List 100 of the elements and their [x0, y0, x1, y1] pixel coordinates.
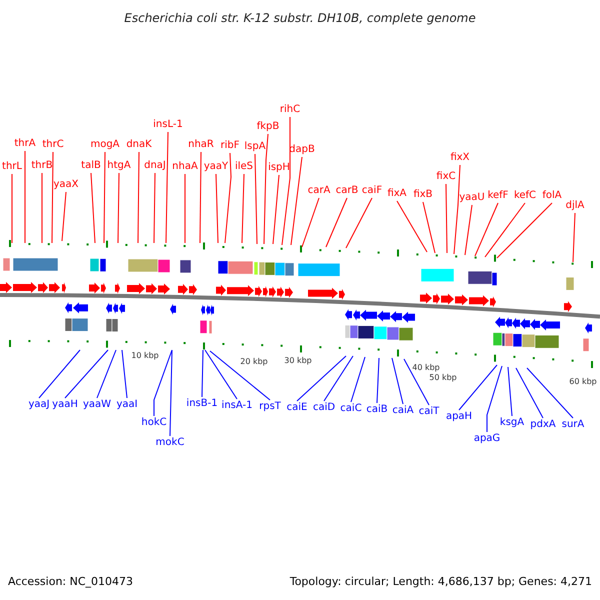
leader-line — [122, 350, 128, 398]
leader-line — [572, 212, 576, 262]
leader-line — [96, 350, 116, 398]
gene-label: carA — [308, 185, 330, 197]
gene-label: rihC — [280, 104, 300, 116]
leader-line — [496, 202, 552, 258]
gene-label: fkpB — [256, 121, 280, 133]
gene-label: kefC — [514, 190, 536, 202]
scale-label: 50 kbp — [429, 372, 457, 384]
leader-line — [346, 198, 372, 248]
leader-line — [464, 204, 472, 256]
gene-label: yaaU — [459, 192, 485, 204]
scale-label: 40 kbp — [412, 362, 440, 374]
gene-label: thrB — [31, 160, 53, 172]
gene-label: yaaJ — [28, 399, 50, 411]
leader-line — [508, 366, 512, 416]
gene-label: kefF — [488, 190, 508, 202]
gene-label: caiB — [366, 404, 388, 416]
leader-line — [404, 358, 430, 406]
scale-label: 60 kbp — [569, 376, 597, 388]
leader-line — [184, 174, 186, 244]
gene-label: insA-1 — [222, 400, 252, 412]
leader-line — [154, 172, 156, 244]
leader-line — [154, 350, 172, 416]
leader-line — [224, 152, 232, 244]
leader-line — [64, 350, 108, 398]
leader-line — [242, 174, 244, 244]
leader-line — [138, 152, 140, 244]
gene-label: yaaH — [52, 399, 78, 411]
gene-label: thrL — [2, 161, 22, 173]
leader-line — [446, 184, 448, 254]
leader-line — [254, 154, 258, 244]
gene-label: dapB — [289, 144, 315, 156]
footer-text: Accession: NC_010473 — [8, 576, 134, 588]
gene-label: ispH — [268, 162, 290, 174]
gene-label: fixB — [413, 189, 433, 201]
gene-label: yaaX — [53, 179, 79, 191]
gene-label: lspA — [244, 141, 266, 153]
leader-line — [204, 350, 238, 400]
gene-label: carB — [336, 185, 358, 197]
leader-line — [216, 174, 218, 244]
gene-label: yaaI — [116, 399, 138, 411]
leader-line — [526, 368, 574, 418]
gene-label: dnaJ — [144, 160, 166, 172]
leader-line — [302, 198, 320, 248]
leader-line — [326, 198, 348, 248]
gene-label: insL-1 — [153, 119, 183, 131]
gene-label: ribF — [220, 140, 240, 152]
gene-label: nhaR — [188, 139, 214, 151]
leader-line — [170, 350, 172, 436]
gene-label: thrC — [42, 139, 64, 151]
leader-line — [118, 172, 120, 244]
leader-line — [62, 192, 66, 242]
leader-line — [90, 172, 96, 244]
gene-label: folA — [542, 190, 562, 202]
title: Escherichia coli str. K-12 substr. DH10B, complete genome — [124, 12, 476, 24]
leader-line — [376, 358, 380, 404]
gene-label: caiE — [286, 402, 308, 414]
leader-line — [264, 134, 268, 244]
leader-line — [484, 202, 526, 258]
gene-label: fixA — [387, 188, 407, 200]
leader-line — [290, 156, 302, 246]
gene-label: ileS — [234, 161, 254, 173]
scale-label: 30 kbp — [284, 355, 312, 367]
scale-label: 10 kbp — [131, 350, 159, 362]
leader-line — [38, 350, 80, 398]
leader-line — [202, 350, 204, 398]
leader-line — [486, 366, 502, 432]
leader-line — [324, 356, 354, 402]
gene-label: yaaW — [82, 399, 112, 411]
leader-line — [350, 356, 366, 402]
gene-label: hokC — [141, 417, 167, 429]
gene-label: caiA — [392, 405, 414, 417]
leader-line — [210, 350, 270, 400]
gene-label: yaaY — [204, 161, 228, 173]
gene-label: insB-1 — [186, 398, 218, 410]
gene-label: caiT — [418, 406, 440, 418]
scale-label: 20 kbp — [240, 356, 268, 368]
leader-line — [454, 164, 460, 254]
leader-line — [272, 174, 280, 244]
gene-label: djlA — [566, 200, 584, 212]
leader-line — [296, 356, 346, 402]
gene-label: fixC — [436, 171, 456, 183]
gene-label: rpsT — [259, 401, 281, 413]
leader-line — [52, 152, 54, 244]
gene-label: fixX — [450, 152, 470, 164]
footer-text: Topology: circular; Length: 4,686,137 bp; Genes: 4,271 — [290, 576, 592, 588]
gene-label: surA — [562, 419, 584, 431]
leader-line — [166, 132, 168, 244]
gene-label: mokC — [156, 437, 184, 449]
gene-label: nhaA — [172, 161, 198, 173]
gene-label: dnaK — [126, 139, 152, 151]
leader-line — [282, 116, 290, 246]
leader-line — [516, 368, 544, 418]
leader-line — [458, 364, 498, 410]
leader-line — [392, 358, 404, 404]
leader-line — [474, 202, 498, 256]
leader-line — [422, 202, 436, 254]
leader-line — [200, 152, 202, 244]
gene-label: talB — [81, 160, 101, 172]
